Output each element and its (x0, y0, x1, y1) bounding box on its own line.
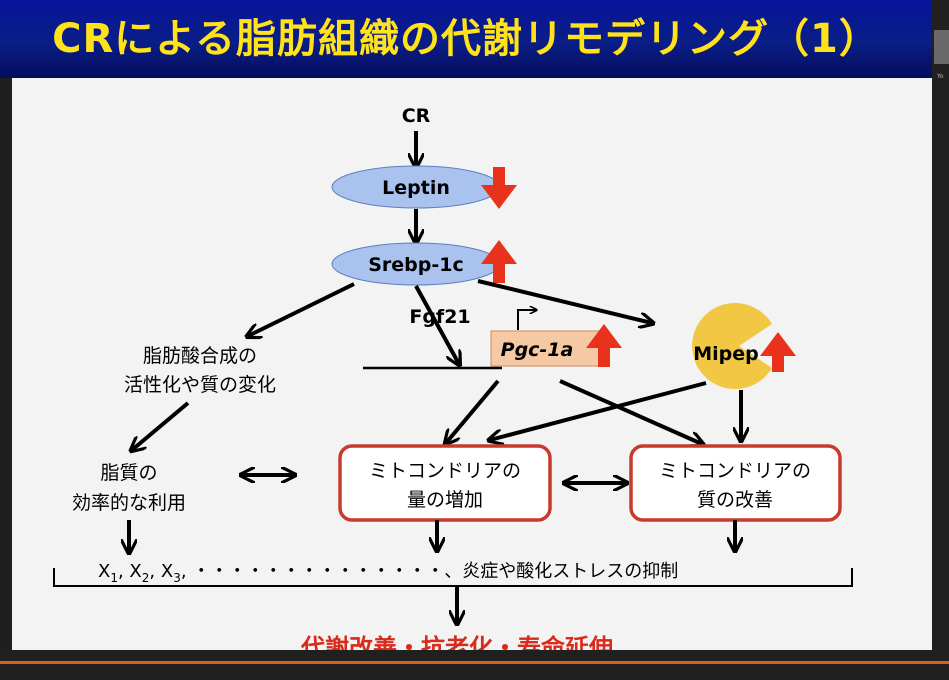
slide-body: CR Leptin Srebp-1c Fgf21 Pgc-1a (12, 78, 932, 662)
gene-to-mito-quality-arrow (559, 379, 702, 444)
side-panel (932, 0, 949, 680)
mipep-node (692, 303, 772, 389)
outcome-row: X1, X2, X3, ・・・・・・・・・・・・・・、炎症や酸化ストレスの抑制 (98, 561, 678, 585)
fatty-acid-line2: 活性化や質の変化 (124, 374, 276, 396)
lipid-line2: 効率的な利用 (72, 492, 186, 514)
srebp-label: Srebp-1c (368, 254, 464, 276)
srebp-up-arrow (481, 240, 517, 283)
srebp-to-mipep-arrow (477, 279, 652, 323)
gene-to-mito-amount-arrow (446, 379, 500, 443)
mipep-label: Mipep (693, 343, 759, 365)
srebp-to-fatty-acid-arrow (248, 282, 355, 336)
outcome-x-label: , X (149, 561, 173, 582)
mito-quality-line1: ミトコンドリアの (659, 460, 811, 482)
mipep-to-mito-amount-arrow (490, 381, 707, 440)
cr-label: CR (402, 105, 431, 127)
mito-amount-box (338, 444, 552, 522)
leptin-down-arrow (481, 167, 517, 209)
srebp-to-gene-arrow (414, 285, 459, 364)
participant-label: Yo (937, 73, 944, 80)
fatty-acid-line1: 脂肪酸合成の (143, 345, 257, 367)
fgf21-label: Fgf21 (409, 306, 470, 328)
progress-line[interactable] (0, 661, 949, 664)
leptin-label: Leptin (382, 177, 450, 199)
mito-quality-line2: 質の改善 (697, 489, 773, 511)
outcome-sub-1: 1 (110, 571, 118, 585)
pgc-label: Pgc-1a (501, 339, 574, 361)
slide-title: CRによる脂肪組織の代謝リモデリング（1） (52, 16, 880, 62)
outcome-sub-2: 2 (142, 571, 150, 585)
mipep-up-arrow (760, 332, 796, 372)
mito-amount-line1: ミトコンドリアの (369, 460, 521, 482)
participant-thumbnail[interactable] (934, 30, 949, 64)
outcome-x-label: , X (118, 561, 142, 582)
promoter-arrow (517, 310, 536, 330)
outcome-sub-3: 3 (173, 571, 181, 585)
fatty-acid-to-lipid-arrow (132, 401, 190, 450)
outcome-rest: , ・・・・・・・・・・・・・・、炎症や酸化ストレスの抑制 (181, 561, 678, 582)
mito-amount-line2: 量の増加 (407, 489, 483, 511)
pathway-diagram: CR Leptin Srebp-1c Fgf21 Pgc-1a (53, 105, 853, 662)
outcome-bracket (53, 568, 853, 587)
lipid-line1: 脂質の (100, 462, 157, 484)
outcome-x-label: X (98, 561, 110, 582)
pgc-up-arrow (586, 324, 622, 367)
slide-header: CRによる脂肪組織の代謝リモデリング（1） (0, 0, 932, 78)
player-bar (0, 650, 949, 680)
final-outcome: 代謝改善・抗老化・寿命延伸 (300, 634, 613, 650)
